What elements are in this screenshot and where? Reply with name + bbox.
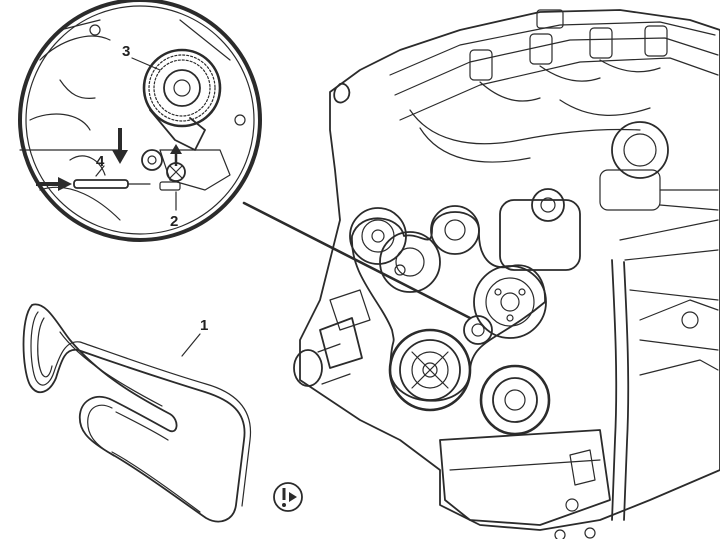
engine-illustration: [299, 9, 720, 541]
engine-belt-route: [351, 211, 546, 402]
magnifier-leader-line: [242, 201, 472, 320]
callout-locking-pin: 4: [96, 153, 105, 170]
tensioner-pulley-detail: [142, 48, 222, 128]
note-symbol-icon: [273, 482, 303, 512]
pulley-group: [293, 188, 581, 436]
power-steering-pump: [499, 188, 581, 271]
serpentine-belt: [22, 303, 252, 523]
callout-tensioner-bolt: 2: [170, 213, 178, 230]
arrow-down-icon: [112, 128, 128, 164]
tensioner-pulley-engine: [430, 205, 480, 255]
power-steering-pulley: [473, 265, 547, 339]
oil-filter-housing: [611, 121, 669, 179]
locking-pin-detail: [73, 179, 151, 189]
oil-pan: [439, 429, 611, 526]
crankshaft-pulley: [388, 328, 472, 412]
detail-magnifier: [18, 0, 262, 242]
fuel-injectors: [469, 9, 668, 102]
callout-tensioner-pulley: 3: [122, 43, 130, 60]
small-idler-pulley: [463, 315, 493, 345]
lifting-eye: [333, 82, 351, 104]
idler-pulley-upper: [379, 231, 441, 293]
coolant-outlet: [293, 317, 363, 387]
callout-belt: 1: [200, 317, 208, 334]
arrow-up-icon: [170, 144, 182, 166]
water-pump-pulley: [479, 364, 551, 436]
arrow-right-icon: [36, 177, 72, 191]
